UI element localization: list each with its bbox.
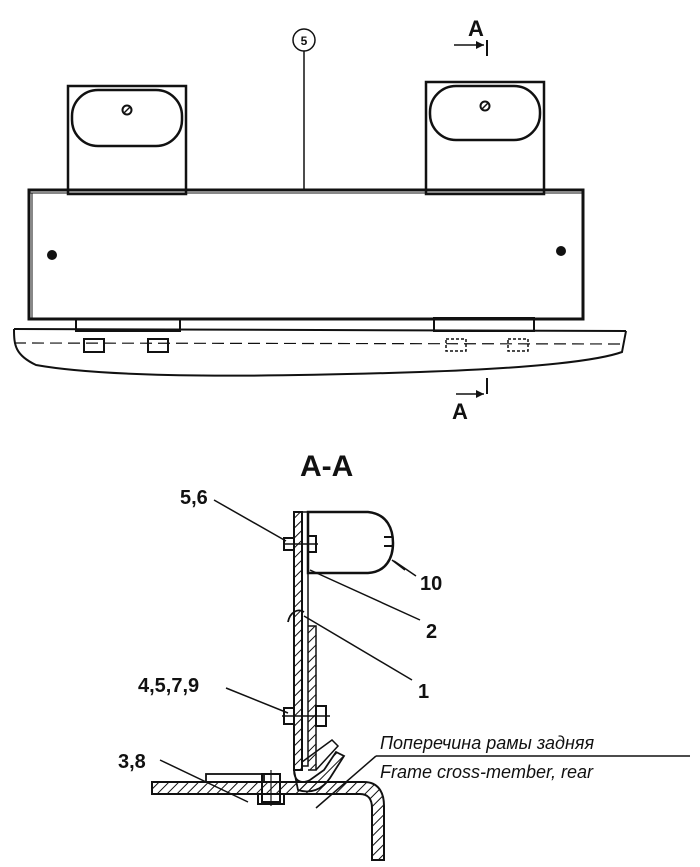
section-mark-bottom: A <box>452 378 488 424</box>
callout-5-6: 5,6 <box>180 487 208 509</box>
caption-english: Frame cross-member, rear <box>380 762 594 782</box>
caption-russian: Поперечина рамы задняя <box>380 733 594 753</box>
bracket-section <box>287 511 346 793</box>
section-mark-top: A <box>454 16 488 56</box>
frame-cross-member-section <box>151 773 385 861</box>
top-view: 5 A <box>13 16 627 424</box>
fastener-middle <box>282 705 330 727</box>
callout-10: 10 <box>420 573 442 595</box>
section-title: A-A <box>300 450 353 483</box>
callout-3-8: 3,8 <box>118 751 146 773</box>
bracket-plate <box>27 188 585 321</box>
section-view: A-A <box>118 450 690 861</box>
callout-1: 1 <box>418 681 429 703</box>
right-lamp <box>424 80 546 196</box>
fastener-top <box>283 535 318 553</box>
leader-lines <box>159 499 690 809</box>
section-letter-top: A <box>468 16 484 41</box>
callout-4-5-7-9: 4,5,7,9 <box>138 675 199 697</box>
section-letter-bottom: A <box>452 399 468 424</box>
lamp-housing <box>306 510 395 575</box>
callout-2: 2 <box>426 621 437 643</box>
left-lamp <box>66 84 188 196</box>
reference-callout: 5 <box>292 28 316 191</box>
reference-number: 5 <box>301 34 308 48</box>
frame-cross-member-top <box>13 328 627 377</box>
